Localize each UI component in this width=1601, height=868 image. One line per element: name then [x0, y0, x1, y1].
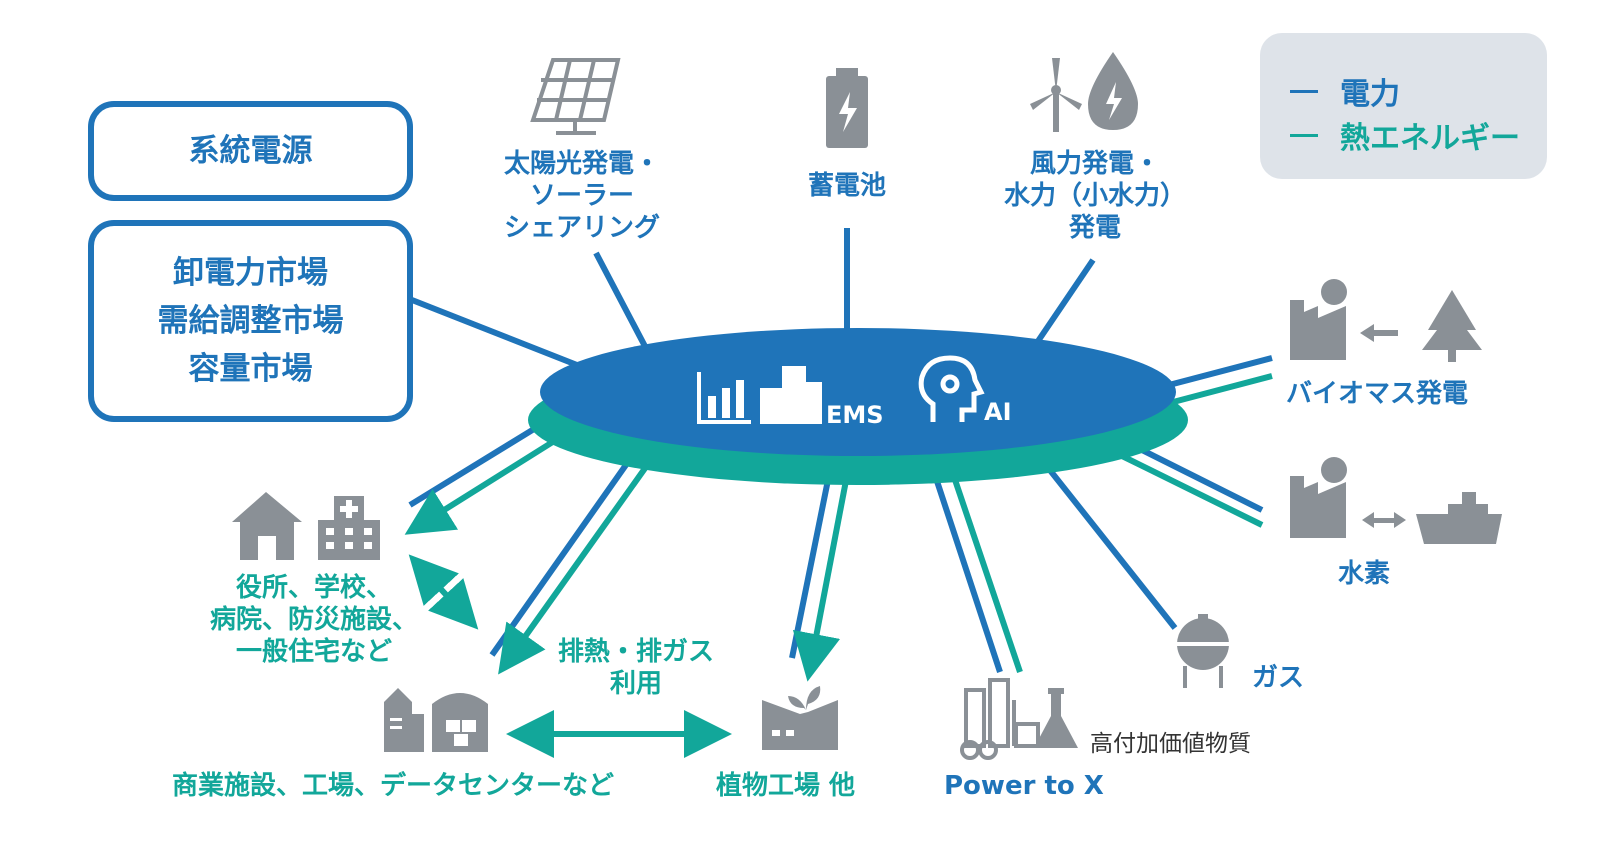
public-line1: 役所、学校、 [235, 573, 392, 603]
public-line3: 一般住宅など [235, 637, 392, 667]
wind-turbine-icon [1030, 58, 1082, 132]
solar-label-line2: ソーラー [529, 181, 634, 211]
ems-label: EMS [826, 401, 884, 429]
line-ptx-elec [927, 459, 1003, 673]
hydrogen-label: 水素 [1338, 559, 1391, 589]
power-to-x-label: Power to X [944, 771, 1104, 801]
flask-icon [1034, 688, 1078, 748]
battery-icon [826, 68, 868, 148]
commercial-label: 商業施設、工場、データセンターなど [172, 771, 615, 801]
public-label: 役所、学校、 病院、防災施設、 一般住宅など [196, 572, 432, 668]
markets-box: 卸電力市場 需給調整市場 容量市場 [88, 220, 413, 422]
line-biomass-heat [1157, 373, 1273, 409]
plant-factory-icon [762, 686, 838, 750]
line-commercial-heat [498, 448, 661, 675]
public-line2: 病院、防災施設、 [209, 605, 418, 635]
grid-power-box: 系統電源 [88, 101, 413, 201]
legend-electric-label: 電力 [1340, 77, 1400, 112]
biomass-factory-icon [1290, 279, 1347, 360]
plant-factory-label: 植物工場 他 [716, 771, 856, 801]
hospital-icon [318, 496, 380, 560]
hub-disc [540, 328, 1176, 456]
ai-head-icon [918, 355, 985, 422]
line-ptx-heat [947, 464, 1023, 673]
grid-power-label: 系統電源 [188, 133, 313, 169]
arrow-left-icon [1360, 324, 1398, 342]
legend-heat: 熱エネルギー [1290, 113, 1547, 157]
arrow-public-commercial [408, 554, 479, 630]
legend: 電力 熱エネルギー [1260, 33, 1547, 179]
hydrogen-factory-icon [1290, 457, 1347, 538]
house-icon [232, 492, 302, 560]
solar-panel-icon [530, 58, 621, 135]
line-commercial-elec [489, 443, 643, 657]
market-balancing: 需給調整市場 [157, 303, 344, 339]
wind-hydro-line3: 発電 [1068, 213, 1121, 243]
building-icon [760, 366, 822, 424]
solar-label: 太陽光発電・ ソーラー シェアリング [492, 148, 672, 244]
line-plant-elec [789, 469, 833, 659]
wind-hydro-line1: 風力発電・ [1029, 149, 1160, 179]
solar-label-line1: 太陽光発電・ [503, 149, 660, 179]
waste-heat-line2: 利用 [609, 669, 662, 699]
ems-hub [528, 328, 1188, 485]
wind-hydro-label: 風力発電・ 水力（小水力） 発電 [1000, 148, 1190, 244]
wind-hydro-line2: 水力（小水力） [1003, 181, 1186, 211]
line-wind [1029, 258, 1096, 352]
legend-electric-swatch [1290, 89, 1318, 93]
waste-heat-label: 排熱・排ガス 利用 [544, 636, 728, 700]
gas-tank-icon [1175, 614, 1231, 688]
chart-icon [697, 372, 751, 424]
legend-heat-label: 熱エネルギー [1340, 121, 1520, 156]
connector-lines [404, 228, 1273, 758]
line-hydrogen-heat [1118, 452, 1264, 528]
commercial-building-icon [384, 688, 488, 752]
legend-electric: 電力 [1290, 69, 1547, 113]
battery-label: 蓄電池 [807, 171, 886, 201]
line-public-heat [404, 425, 577, 535]
ai-label: AI [984, 398, 1012, 426]
line-gas [1027, 443, 1178, 630]
ship-icon [1416, 492, 1502, 544]
market-wholesale: 卸電力市場 [173, 255, 328, 291]
tree-icon [1422, 290, 1482, 362]
waste-heat-line1: 排熱・排ガス [557, 637, 714, 667]
gas-label: ガス [1252, 663, 1305, 693]
line-plant-heat [792, 469, 851, 682]
biomass-label: バイオマス発電 [1286, 379, 1469, 409]
market-capacity: 容量市場 [188, 351, 313, 387]
solar-label-line3: シェアリング [503, 213, 660, 243]
high-value-label: 高付加価値物質 [1090, 731, 1251, 757]
line-solar [593, 251, 651, 354]
water-drop-icon [1088, 52, 1138, 130]
chemical-plant-icon [960, 678, 1040, 760]
double-arrow-icon [1362, 512, 1406, 528]
legend-heat-swatch [1290, 133, 1318, 137]
